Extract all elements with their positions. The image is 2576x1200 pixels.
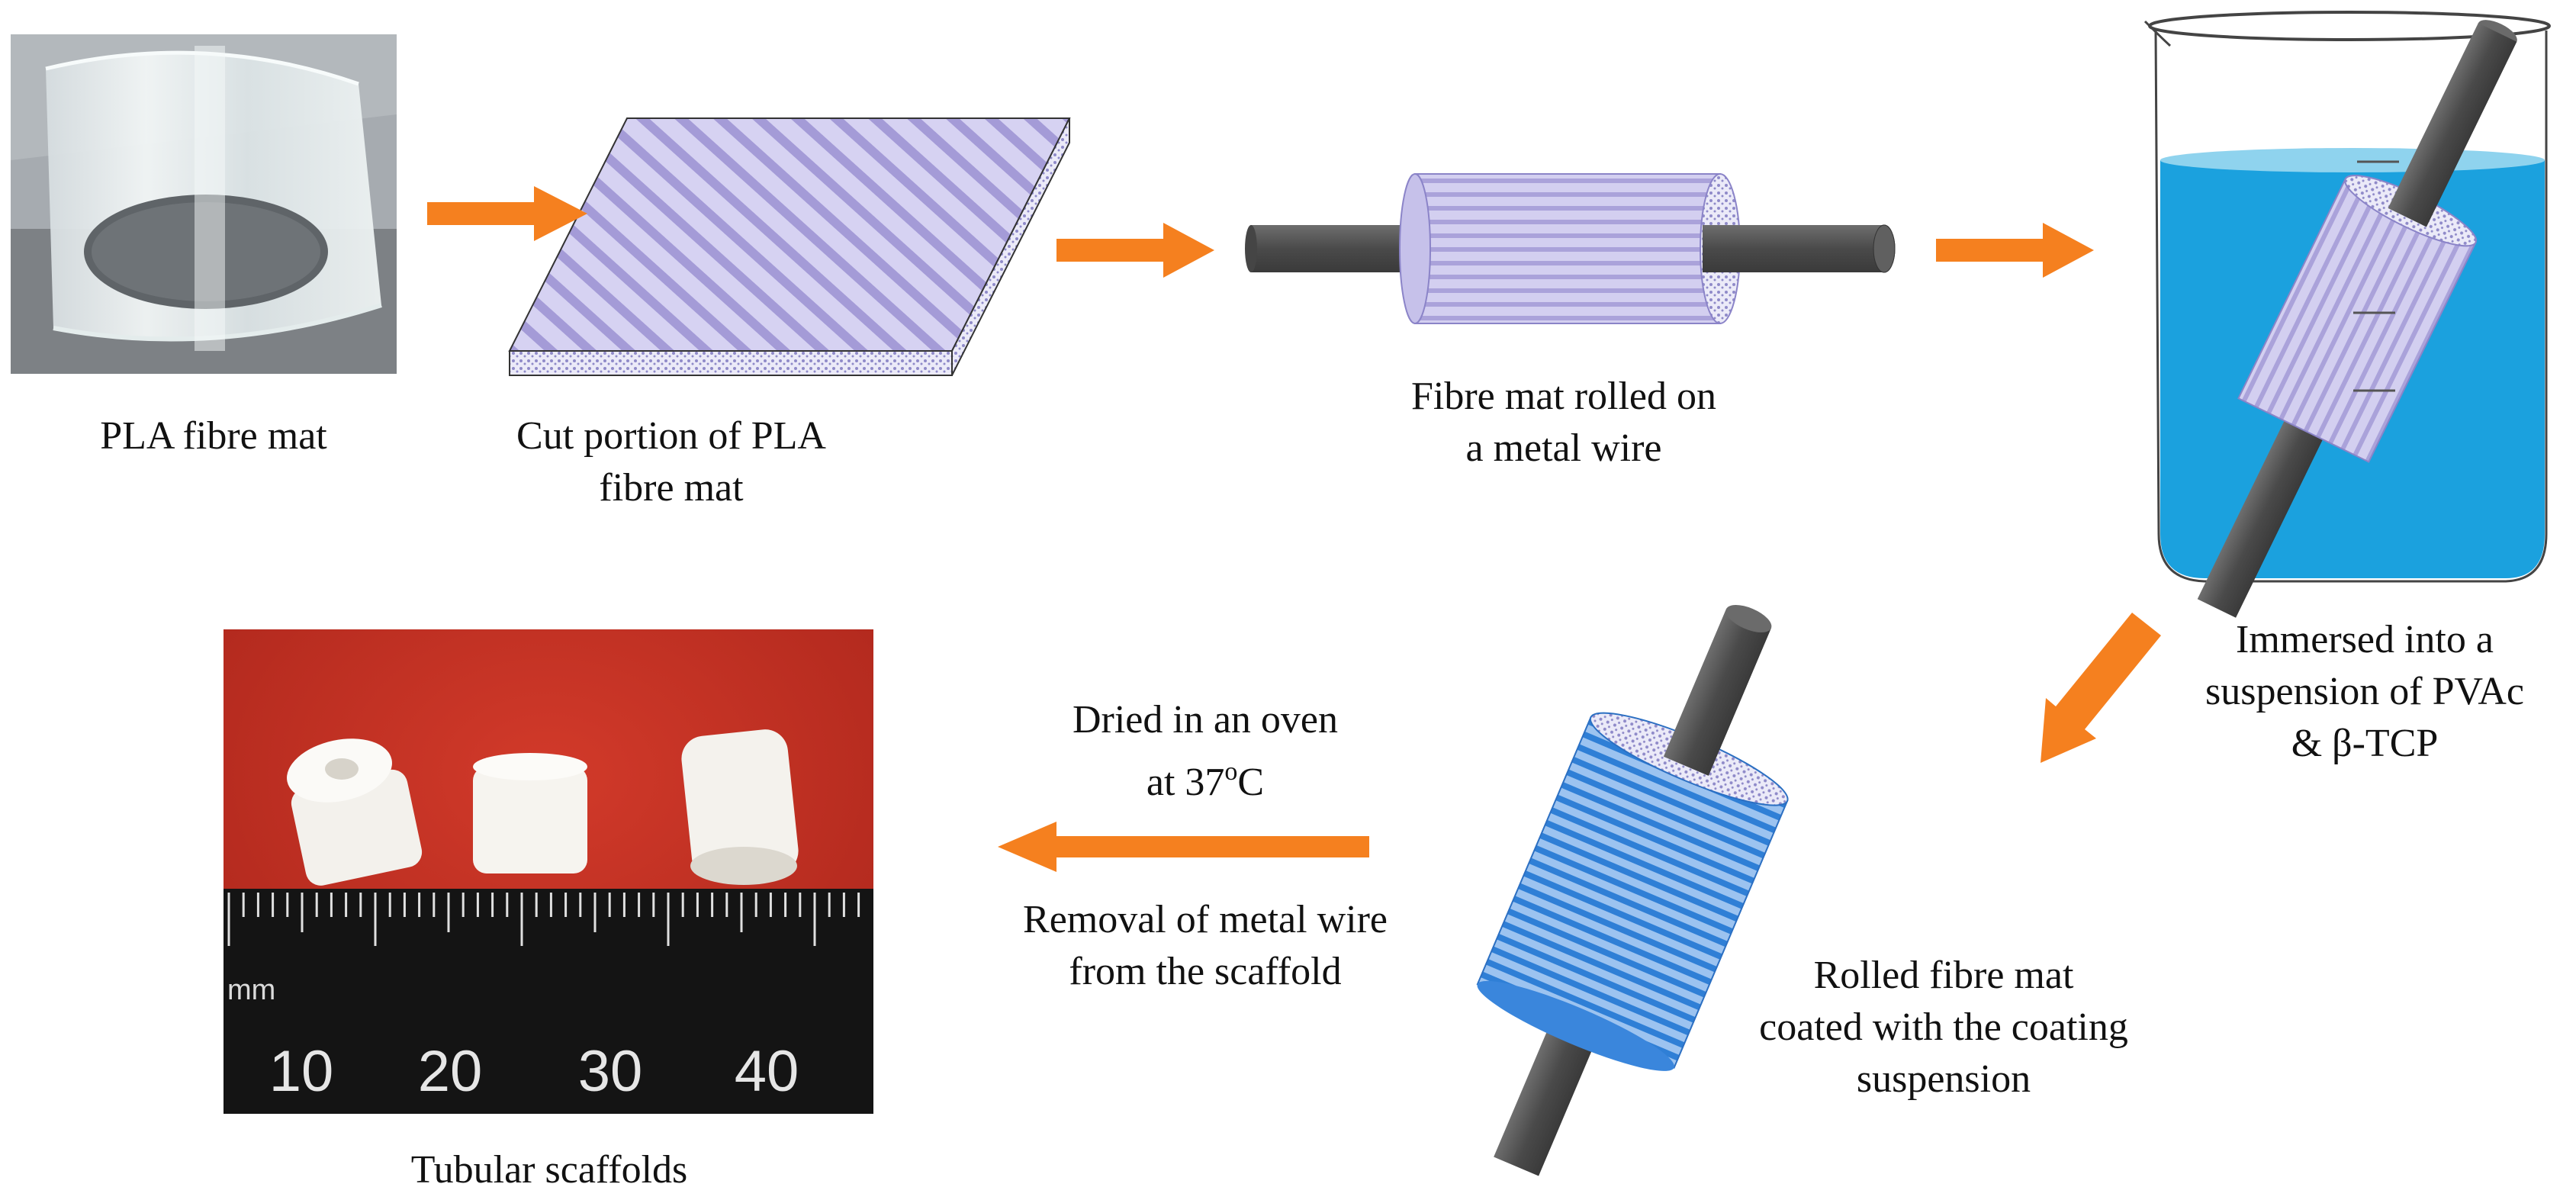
arrow-step1-to-step2 (427, 186, 587, 241)
scaffold-1 (287, 738, 423, 886)
dried-temperature: at 37oC (1146, 758, 1265, 804)
scaffold-3 (681, 729, 799, 885)
caption-rolled-coated: Rolled fibre mat coated with the coating… (1759, 954, 2128, 1101)
ruler-unit-label: mm (227, 974, 275, 1006)
ruler-ticks (227, 893, 860, 946)
pla-fibre-mat-photo (11, 34, 397, 374)
ruler-numbers: 10 20 30 40 (269, 1039, 799, 1104)
arrow-step4-to-step5 (2041, 613, 2161, 763)
arrow-step3-to-step4 (1936, 223, 2094, 278)
arrow-step2-to-step3 (1056, 223, 1214, 278)
caption-cut-portion: Cut portion of PLA fibre mat (516, 414, 826, 510)
caption-tubular-scaffolds: Tubular scaffolds (410, 1148, 688, 1192)
caption-dried: Dried in an oven at 37oC (992, 694, 1419, 809)
scaffold-2 (473, 753, 587, 873)
caption-rolled-on-wire: Fibre mat rolled on a metal wire (1410, 375, 1717, 470)
ruler-number: 30 (578, 1039, 643, 1104)
ruler-number: 10 (269, 1039, 334, 1104)
rolled-coated-mat-on-wire (1476, 605, 1789, 1176)
caption-removal: Removal of metal wire from the scaffold (1023, 898, 1388, 993)
tubular-scaffolds-photo: mm 10 20 30 40 (224, 629, 873, 1114)
beaker-with-suspension (2143, 11, 2551, 618)
rolled-mat-on-wire (1245, 173, 1896, 324)
ruler-number: 20 (418, 1039, 483, 1104)
caption-immersed: Immersed into a suspension of PVAc & β-T… (2205, 618, 2524, 765)
caption-pla-fibre-mat: PLA fibre mat (100, 414, 327, 458)
arrow-step5-to-step6 (998, 822, 1369, 872)
cut-fibre-mat-slab (508, 117, 1071, 376)
ruler-number: 40 (735, 1039, 799, 1104)
